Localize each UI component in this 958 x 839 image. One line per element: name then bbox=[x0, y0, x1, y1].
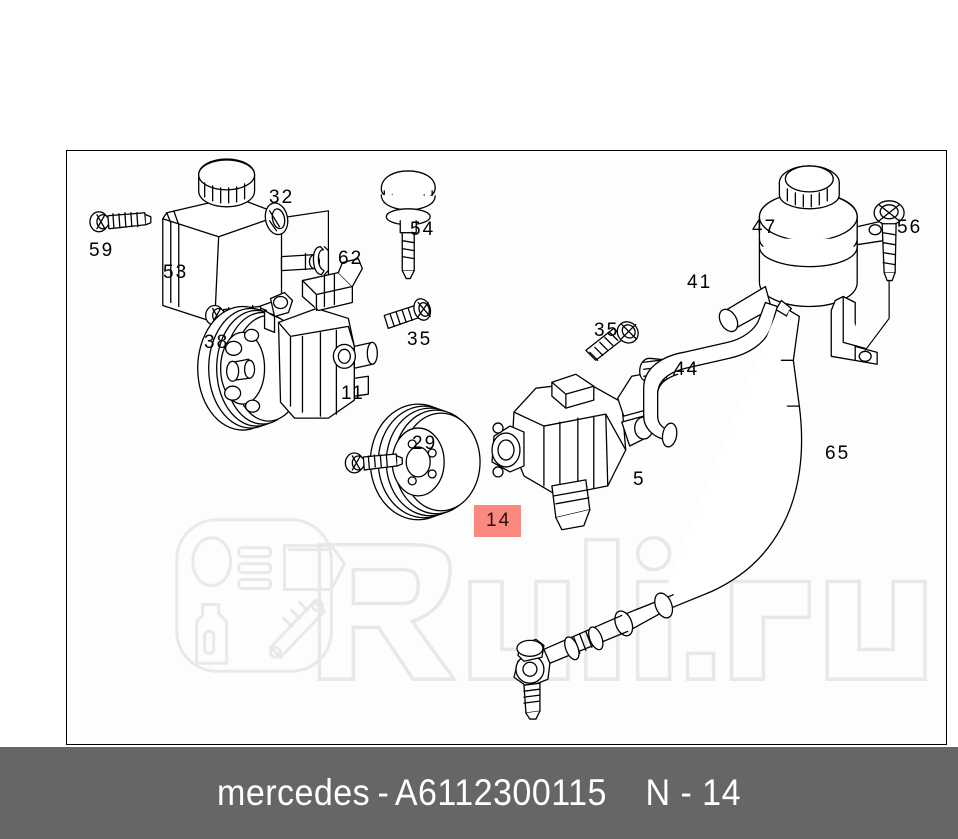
leader-line-56 bbox=[864, 279, 890, 351]
callout-44[interactable]: 44 bbox=[674, 359, 700, 380]
callout-29[interactable]: 29 bbox=[412, 433, 438, 454]
part-65-return-line bbox=[513, 309, 803, 720]
part-53-reservoir bbox=[162, 158, 321, 324]
footer-separator: - bbox=[377, 772, 390, 813]
callout-56[interactable]: 56 bbox=[897, 217, 923, 238]
callout-38[interactable]: 38 bbox=[204, 332, 230, 353]
diagram-frame: 59 53 32 62 54 38 35 11 29 14 35 44 5 41… bbox=[66, 150, 947, 745]
callout-59[interactable]: 59 bbox=[89, 240, 115, 261]
callout-54[interactable]: 54 bbox=[410, 219, 436, 240]
footer-group-code: N - 14 bbox=[645, 772, 741, 813]
callout-5[interactable]: 5 bbox=[633, 469, 646, 490]
part-56-bolt bbox=[873, 200, 905, 282]
callout-41[interactable]: 41 bbox=[687, 272, 713, 293]
part-62-circlip bbox=[312, 246, 330, 276]
part-35-bolt-left bbox=[383, 298, 432, 330]
part-59-bolt bbox=[89, 211, 152, 233]
callout-14-highlighted[interactable]: 14 bbox=[474, 505, 522, 537]
footer-part-number: A6112300115 bbox=[394, 772, 607, 813]
footer-brand: mercedes bbox=[217, 772, 371, 813]
callout-32[interactable]: 32 bbox=[269, 187, 295, 208]
callout-35-left[interactable]: 35 bbox=[407, 329, 433, 350]
callout-11[interactable]: 11 bbox=[341, 383, 365, 404]
part-32-seal-ring bbox=[264, 202, 289, 236]
part-41-hose bbox=[643, 301, 779, 448]
callout-53[interactable]: 53 bbox=[163, 262, 189, 283]
callout-65[interactable]: 65 bbox=[825, 443, 851, 464]
part-11-pump bbox=[197, 257, 378, 431]
callout-35-right[interactable]: 35 bbox=[594, 320, 620, 341]
footer-caption: mercedes - A6112300115 N - 14 bbox=[38, 747, 919, 839]
parts-line-art bbox=[89, 158, 905, 720]
part-54-bolt bbox=[380, 170, 436, 280]
callout-62[interactable]: 62 bbox=[338, 248, 364, 269]
callout-47[interactable]: 47 bbox=[752, 217, 778, 238]
footer-bar: mercedes - A6112300115 N - 14 bbox=[0, 747, 958, 839]
part-29-bolt bbox=[344, 452, 403, 474]
part-47-reservoir bbox=[718, 165, 892, 365]
part-35-bolt-right bbox=[585, 321, 639, 361]
part-14-pulley bbox=[369, 403, 481, 521]
